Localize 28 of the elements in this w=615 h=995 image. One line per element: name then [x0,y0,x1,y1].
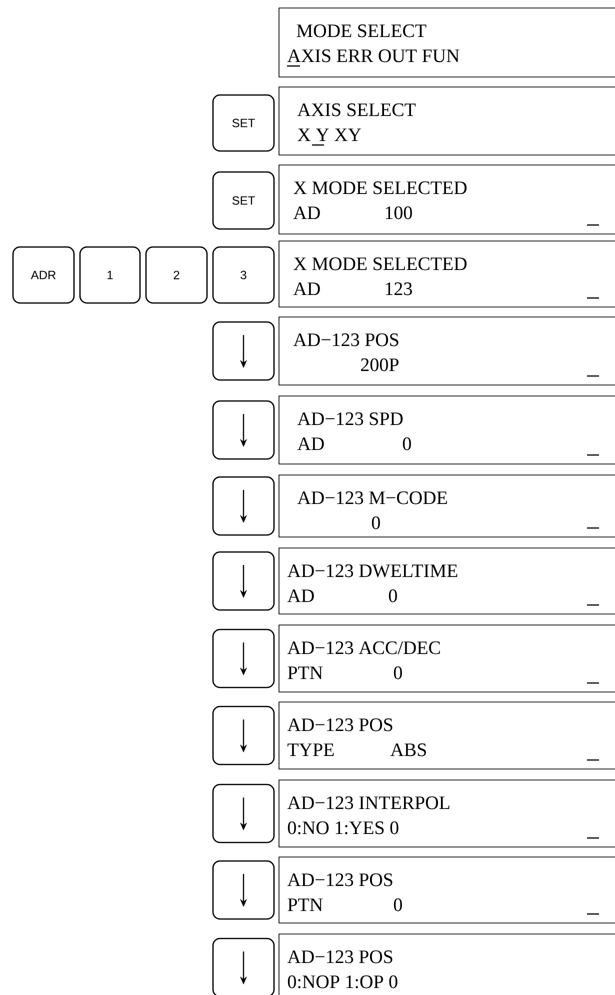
display-screen: AD−123 POS 200P [278,316,615,386]
display-screen: AD−123 INTERPOL 0:NO 1:YES 0 [278,780,615,848]
arrow-key [212,860,275,920]
key-button: 1 [79,246,141,304]
display-screen: AD−123 DWELTIME AD 0 [278,548,615,614]
display-screen: AD−123 ACC/DEC PTN 0 [278,624,615,692]
arrow-key [212,784,275,844]
key-button: 2 [145,246,208,304]
display-screen: AD−123 M−CODE 0 [278,474,615,538]
arrow-key [212,400,275,460]
display-screen: AD−123 SPD AD 0 [278,396,615,464]
arrow-key [212,938,275,995]
arrow-key [212,476,275,536]
key-button: 3 [212,246,275,304]
display-screen: X MODE SELECTED AD 100 [278,164,615,234]
key-button: ADR [12,246,75,304]
display-screen: AD−123 POS TYPE ABS [278,702,615,770]
display-screen: AD−123 POS PTN 0 [278,856,615,924]
display-screen: AD−123 POS 0:NOP 1:OP 0 [278,934,615,995]
arrow-key [212,628,275,688]
arrow-key [212,321,275,381]
display-screen: MODE SELECT AXIS ERR OUT FUN [278,8,615,78]
arrow-key [212,551,275,611]
key-button: SET [212,94,275,152]
arrow-key [212,706,275,766]
key-button: SET [212,171,275,230]
display-screen: X MODE SELECTED AD 123 [278,240,615,308]
display-screen: AXIS SELECT X Y XY [278,86,615,156]
